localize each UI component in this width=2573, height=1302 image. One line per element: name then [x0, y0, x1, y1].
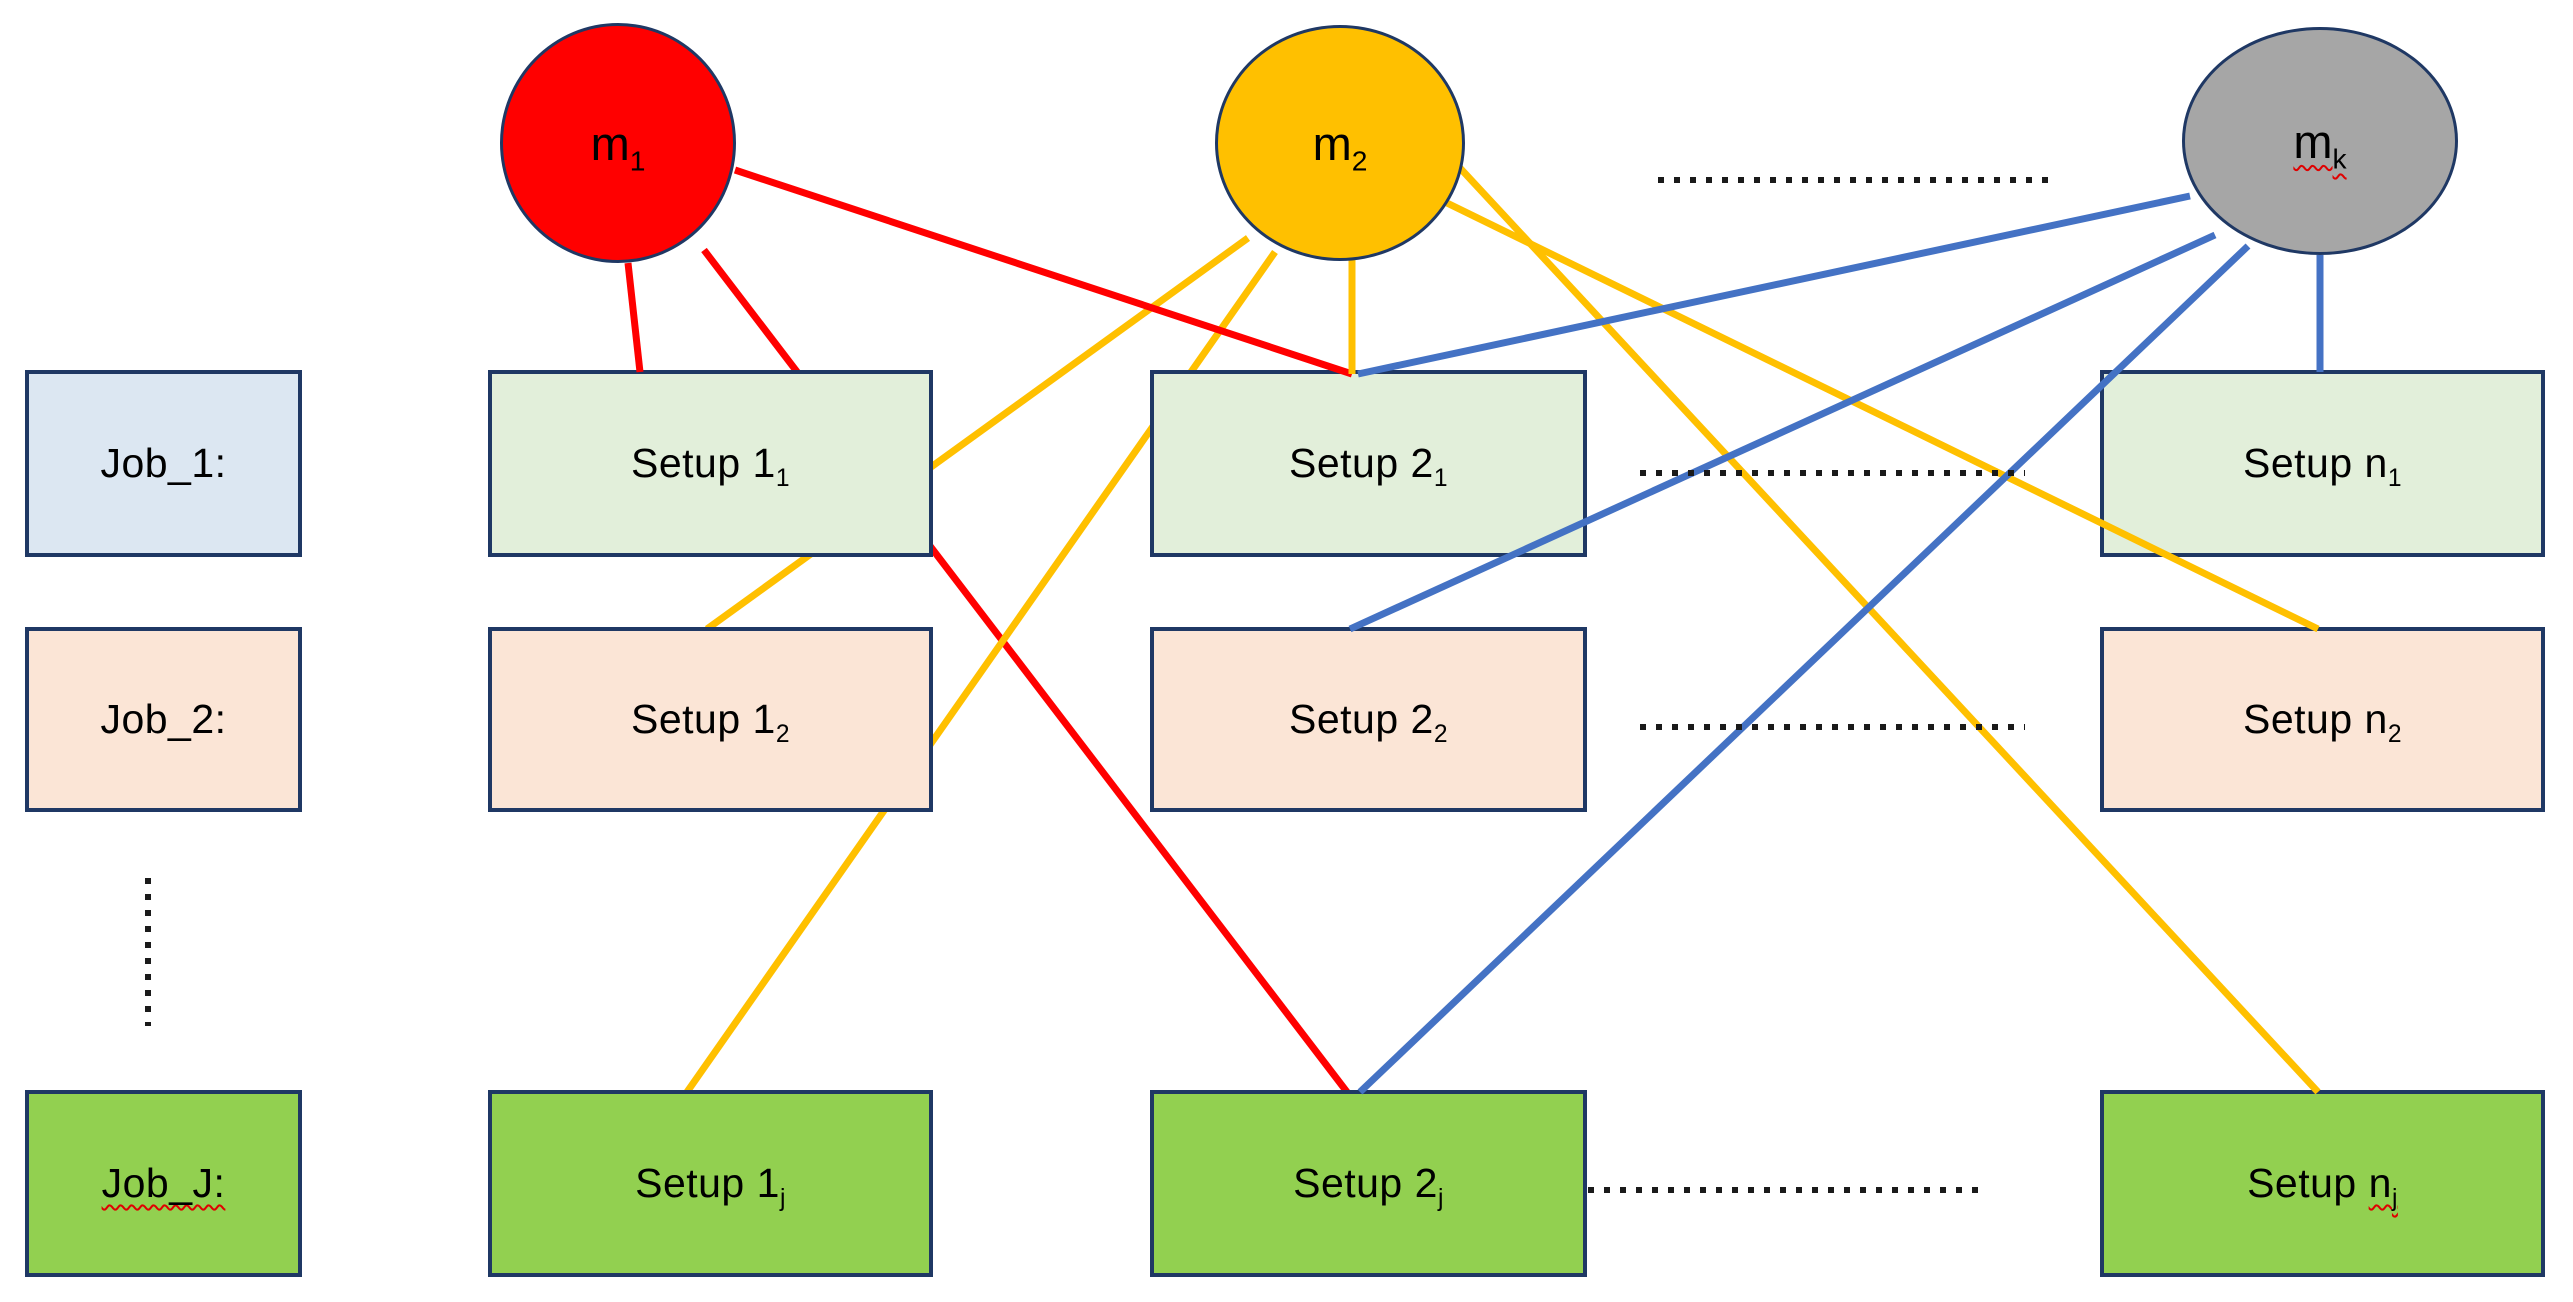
setup-1-j-label: Setup 1j [635, 1160, 786, 1213]
setup-1-2-label: Setup 12 [630, 696, 791, 749]
job-2-label: Job_2: [100, 696, 227, 742]
setup-1-2-box: Setup 12 [488, 627, 933, 812]
machine-m2-label: m2 [1312, 116, 1368, 176]
machine-m2-node: m2 [1215, 25, 1465, 261]
job-1-box: Job_1: [25, 370, 302, 557]
machine-mk-label: mk [2293, 114, 2347, 174]
setup-n-1-box: Setup n1 [2100, 370, 2545, 557]
edge-m1-setup1_1 [624, 262, 644, 373]
job-J-label: Job_J: [101, 1160, 226, 1206]
job-J-box: Job_J: [25, 1090, 302, 1277]
setup-1-1-label: Setup 11 [630, 440, 791, 493]
edge-mk-setup2_1 [1357, 192, 2191, 378]
setup-1-j-box: Setup 1j [488, 1090, 933, 1277]
machine-mk-node: mk [2182, 27, 2458, 255]
setup-n-j-box: Setup nj [2100, 1090, 2545, 1277]
setup-n-1-label: Setup n1 [2242, 440, 2403, 493]
job-1-label: Job_1: [100, 440, 227, 486]
machine-m1-node: m1 [500, 23, 736, 263]
setup-n-2-box: Setup n2 [2100, 627, 2545, 812]
setup-n-2-label: Setup n2 [2242, 696, 2403, 749]
setup-1-1-box: Setup 11 [488, 370, 933, 557]
setup-2-1-label: Setup 21 [1288, 440, 1449, 493]
job-2-box: Job_2: [25, 627, 302, 812]
setup-n-j-label: Setup nj [2247, 1160, 2398, 1213]
setup-2-2-label: Setup 22 [1288, 696, 1449, 749]
setup-2-j-box: Setup 2j [1150, 1090, 1587, 1277]
machine-m1-label: m1 [590, 116, 646, 176]
setup-2-1-box: Setup 21 [1150, 370, 1587, 557]
setup-2-2-box: Setup 22 [1150, 627, 1587, 812]
setup-2-j-label: Setup 2j [1293, 1160, 1444, 1213]
